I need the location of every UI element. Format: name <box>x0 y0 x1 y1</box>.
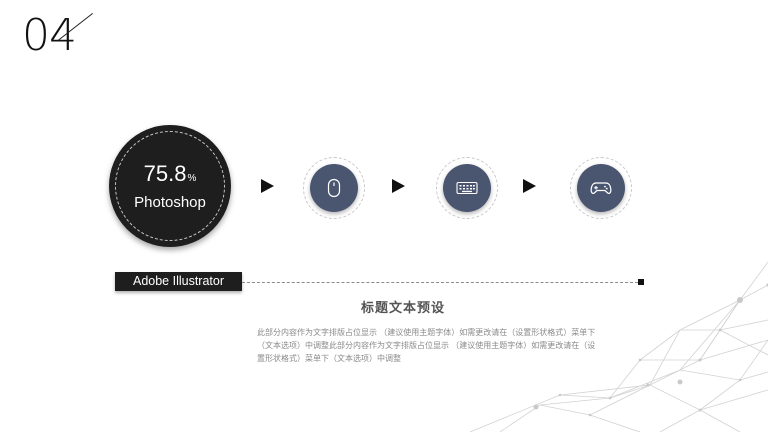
arrow-right-icon <box>392 179 405 193</box>
step-gamepad <box>570 157 632 219</box>
percentage-value: 75.8% <box>109 161 231 187</box>
highlight-circle: 75.8% Photoshop <box>109 125 231 247</box>
gamepad-icon <box>590 182 612 194</box>
arrow-right-icon <box>523 179 536 193</box>
step-mouse-disc <box>310 164 358 212</box>
highlight-app-name: Photoshop <box>134 194 206 211</box>
step-gamepad-disc <box>577 164 625 212</box>
arrow-right-icon <box>261 179 274 193</box>
percentage-number: 75.8 <box>143 161 187 186</box>
step-keyboard-disc <box>443 164 491 212</box>
highlight-dashed-ring <box>115 131 225 241</box>
keyboard-icon <box>456 181 478 195</box>
percentage-unit: % <box>187 173 197 184</box>
content-heading: 标题文本预设 <box>360 300 445 315</box>
timeline-label: Adobe Illustrator <box>115 272 242 291</box>
step-mouse <box>303 157 365 219</box>
timeline-end-marker <box>638 279 644 285</box>
timeline-dotted-line <box>242 282 638 283</box>
content-body: 此部分内容作为文字排版占位显示 （建议使用主题字体）如需更改请在（设置形状格式）… <box>257 328 596 363</box>
step-keyboard <box>436 157 498 219</box>
mouse-icon <box>327 178 341 198</box>
slide-number: 04 <box>22 10 77 61</box>
